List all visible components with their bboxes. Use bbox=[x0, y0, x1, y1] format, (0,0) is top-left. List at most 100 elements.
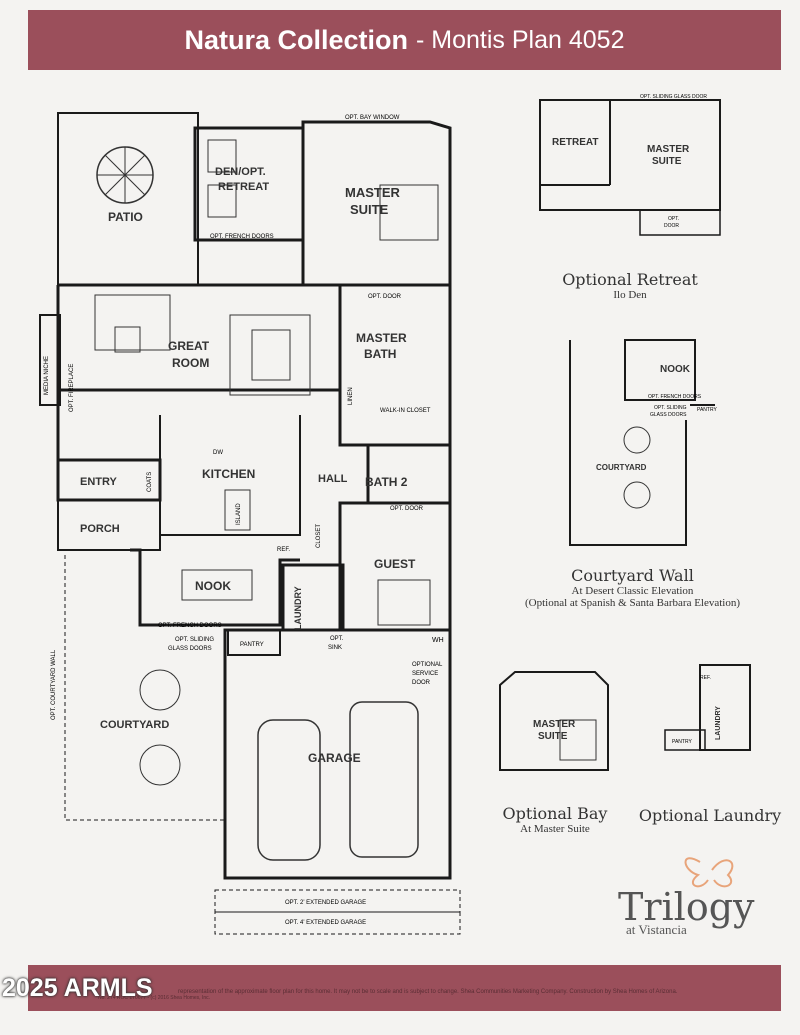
collection-title: Natura Collection bbox=[184, 24, 409, 55]
ext-garage-2 bbox=[214, 889, 461, 913]
courtyard-wall-title: Courtyard Wall bbox=[571, 566, 694, 585]
master-bath-label-2: BATH bbox=[364, 347, 396, 361]
great-room-label-1: GREAT bbox=[168, 339, 210, 353]
opt-courtyard-nook: NOOK bbox=[660, 364, 691, 375]
media-niche bbox=[39, 314, 61, 406]
pantry-label: PANTRY bbox=[240, 642, 264, 648]
coats-note: COATS bbox=[147, 472, 153, 492]
opt-courtyard-note-2: OPT. SLIDING bbox=[654, 405, 687, 411]
den-french-doors-note: OPT. FRENCH DOORS bbox=[210, 234, 274, 240]
courtyard-wall-note: OPT. COURTYARD WALL bbox=[51, 649, 57, 720]
bay-title: Optional Bay bbox=[502, 804, 608, 823]
ext-garage-2-note: OPT. 2' EXTENDED GARAGE bbox=[285, 900, 366, 906]
bath2-label: BATH 2 bbox=[365, 475, 408, 489]
master-opt-door-note: OPT. DOOR bbox=[368, 294, 402, 300]
opt-bay-plan bbox=[499, 671, 609, 771]
den-label-2: RETREAT bbox=[218, 181, 269, 193]
guest-opt-door-note: OPT. DOOR bbox=[390, 506, 424, 512]
master-bath-walls bbox=[338, 283, 452, 447]
opt-laundry-pantry: PANTRY bbox=[672, 739, 692, 745]
walk-in-closet-note: WALK-IN CLOSET bbox=[380, 408, 431, 414]
footer-fine-print: representation of the approximate floor … bbox=[178, 989, 678, 995]
laundry-label: LAUNDRY bbox=[293, 586, 303, 630]
porch-label: PORCH bbox=[80, 523, 120, 535]
opt-laundry-plan bbox=[699, 664, 751, 751]
courtyard-label: COURTYARD bbox=[100, 719, 169, 731]
patio-label: PATIO bbox=[108, 210, 143, 224]
bay-window-note: OPT. BAY WINDOW bbox=[345, 115, 400, 121]
sliding-doors-note-1: OPT. SLIDING bbox=[175, 637, 214, 643]
retreat-subtitle: Ilo Den bbox=[613, 289, 647, 301]
patio-outline bbox=[57, 112, 199, 286]
service-door-note-2: SERVICE bbox=[412, 671, 438, 677]
hall-label: HALL bbox=[318, 473, 348, 485]
great-room-walls bbox=[58, 283, 342, 392]
opt-bay-label-1: MASTER bbox=[533, 719, 576, 730]
opt-retreat-door-1: OPT. bbox=[668, 216, 679, 222]
master-label-2: SUITE bbox=[350, 202, 389, 217]
brand-name: Trilogy bbox=[618, 885, 755, 929]
kitchen-label: KITCHEN bbox=[202, 467, 255, 481]
opt-sink-note-1: OPT. bbox=[330, 636, 344, 642]
ext-garage-4 bbox=[214, 911, 461, 935]
island-note: ISLAND bbox=[236, 503, 242, 525]
laundry-title: Optional Laundry bbox=[638, 806, 782, 825]
nook-label: NOOK bbox=[195, 579, 231, 593]
opt-retreat-label: RETREAT bbox=[552, 137, 598, 148]
courtyard-wall-subtitle-1: At Desert Classic Elevation bbox=[571, 585, 694, 597]
garage-walls bbox=[223, 628, 452, 880]
porch-walls bbox=[57, 499, 161, 551]
title-banner: Natura Collection - Montis Plan 4052 bbox=[28, 10, 781, 70]
fireplace-note: OPT. FIREPLACE bbox=[69, 364, 75, 412]
ext-garage-4-note: OPT. 4' EXTENDED GARAGE bbox=[285, 920, 366, 926]
retreat-title: Optional Retreat bbox=[562, 270, 698, 289]
opt-courtyard-plan bbox=[569, 340, 687, 546]
sliding-doors-note-2: GLASS DOORS bbox=[168, 646, 212, 652]
nook-walls bbox=[130, 548, 300, 627]
armls-watermark: 2025 ARMLS bbox=[2, 974, 153, 1002]
great-room-label-2: ROOM bbox=[172, 356, 209, 370]
garage-label: GARAGE bbox=[308, 751, 361, 765]
media-niche-note: MEDIA NICHE bbox=[44, 356, 50, 395]
guest-label: GUEST bbox=[374, 557, 416, 571]
footer-banner: representation of the approximate floor … bbox=[28, 965, 781, 1011]
opt-retreat-master-1: MASTER bbox=[647, 144, 690, 155]
entry-label: ENTRY bbox=[80, 476, 118, 488]
brand-sub: at Vistancia bbox=[626, 922, 687, 937]
bay-caption: Optional Bay At Master Suite bbox=[480, 804, 630, 835]
opt-retreat-master-2: SUITE bbox=[652, 156, 682, 167]
linen-note: LINEN bbox=[348, 387, 354, 405]
service-door-note-1: OPTIONAL bbox=[412, 662, 443, 668]
butterfly-logo-icon bbox=[684, 857, 734, 888]
opt-courtyard-note-3: GLASS DOORS bbox=[650, 412, 687, 418]
wh-note: WH bbox=[432, 637, 444, 644]
opt-courtyard-note-1: OPT. FRENCH DOORS bbox=[648, 394, 702, 400]
opt-bay-label-2: SUITE bbox=[538, 731, 568, 742]
bath2-walls bbox=[366, 443, 452, 505]
opt-sink-note-2: SINK bbox=[328, 645, 342, 651]
opt-courtyard-label: COURTYARD bbox=[596, 463, 647, 472]
courtyard-wall-subtitle-2: (Optional at Spanish & Santa Barbara Ele… bbox=[524, 597, 741, 609]
opt-retreat-door-2: DOOR bbox=[664, 223, 679, 229]
opt-retreat-plan bbox=[539, 99, 721, 211]
courtyard-wall-caption: Courtyard Wall At Desert Classic Elevati… bbox=[500, 566, 765, 609]
opt-laundry-refr: REF. bbox=[700, 675, 711, 681]
closet-note: CLOSET bbox=[316, 524, 322, 548]
opt-laundry-label: LAUNDRY bbox=[715, 706, 722, 740]
dw-note: DW bbox=[213, 450, 223, 456]
master-label-1: MASTER bbox=[345, 185, 401, 200]
opt-courtyard-pantry: PANTRY bbox=[697, 407, 717, 413]
retreat-caption: Optional Retreat Ilo Den bbox=[540, 270, 720, 301]
den-label-1: DEN/OPT. bbox=[215, 166, 266, 178]
laundry-walls bbox=[281, 563, 345, 632]
service-door-note-3: DOOR bbox=[412, 680, 431, 686]
bay-subtitle: At Master Suite bbox=[520, 823, 590, 835]
courtyard-wall bbox=[64, 555, 225, 821]
master-bath-label-1: MASTER bbox=[356, 331, 407, 345]
opt-retreat-top-note: OPT. SLIDING GLASS DOOR bbox=[640, 94, 707, 100]
laundry-caption: Optional Laundry bbox=[635, 806, 785, 825]
refr-note: REF. bbox=[277, 547, 290, 553]
plan-title: - Montis Plan 4052 bbox=[416, 25, 625, 54]
nook-french-doors-note: OPT. FRENCH DOORS bbox=[158, 623, 222, 629]
